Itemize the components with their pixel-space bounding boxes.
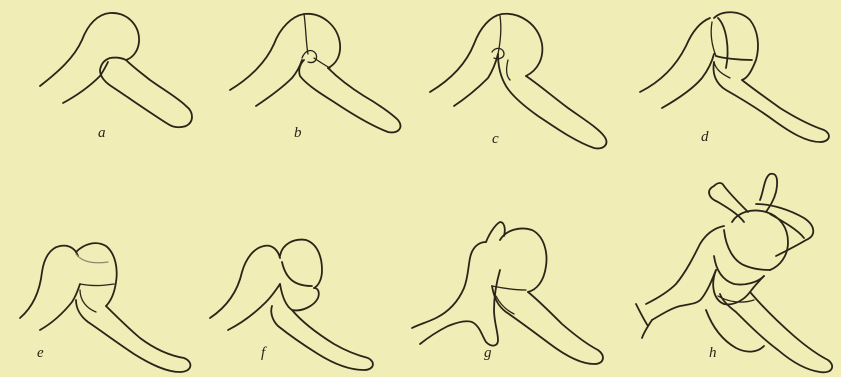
panel-a-structure (40, 13, 192, 127)
panel-f-structure (210, 240, 373, 370)
panel-h-structure (636, 174, 832, 373)
panel-b-structure (230, 14, 400, 133)
panel-g-structure (412, 222, 603, 364)
panel-b: b (230, 14, 400, 141)
panel-c-structure (430, 14, 606, 149)
panel-e-label: e (37, 345, 44, 361)
panel-h-label: h (709, 345, 717, 361)
panel-e: e (20, 243, 190, 372)
panel-f: f (210, 240, 373, 370)
panel-a-label: a (98, 125, 106, 141)
panel-b-label: b (294, 125, 302, 141)
panel-g: g (412, 222, 603, 364)
panel-a: a (40, 13, 192, 141)
panel-d-label: d (701, 129, 709, 145)
panel-e-structure (20, 243, 190, 372)
panel-c: c (430, 14, 606, 149)
panel-f-label: f (261, 345, 267, 361)
panel-c-label: c (492, 131, 499, 147)
panel-d-structure (640, 12, 829, 142)
panel-h: h (636, 174, 832, 373)
panel-d: d (640, 12, 829, 145)
panel-g-label: g (484, 345, 492, 361)
